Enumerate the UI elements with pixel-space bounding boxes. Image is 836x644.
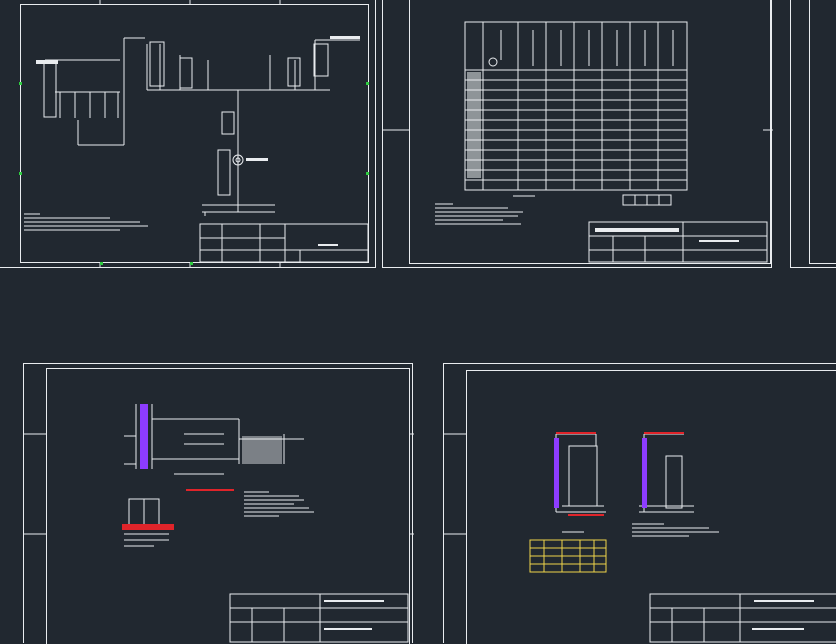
sheet-switchgear-schedule[interactable]	[382, 0, 773, 268]
sheet-inner-frame	[20, 4, 369, 263]
sheet-inner-frame	[409, 0, 771, 264]
switchgear-drawing	[383, 21, 773, 263]
sheet-cabinet-foundation[interactable]	[443, 363, 836, 644]
sheet-partial-right[interactable]	[790, 0, 836, 268]
sheet-inner-frame	[46, 368, 410, 644]
sheet-inner-frame	[466, 370, 836, 644]
single-line-drawing	[19, 0, 369, 268]
sheet-inner-frame	[809, 0, 836, 264]
sheet-single-line-diagram[interactable]	[0, 0, 376, 268]
trench-section-drawing	[24, 404, 414, 643]
sheet-cable-trench-section[interactable]	[23, 363, 414, 644]
foundation-drawing	[444, 432, 836, 643]
